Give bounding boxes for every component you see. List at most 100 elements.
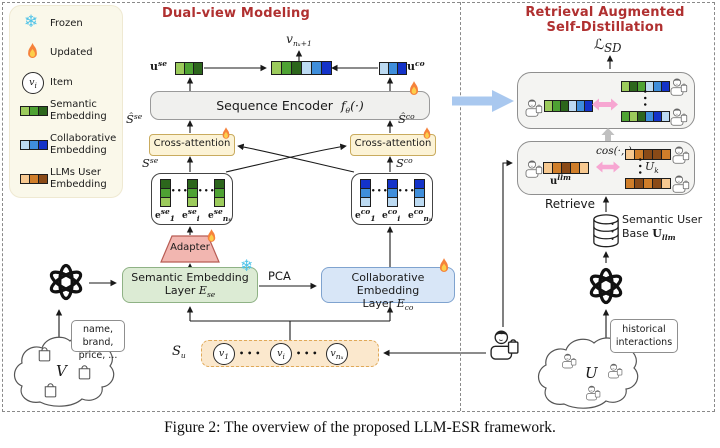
dual-view-to-distill-arrow xyxy=(452,89,514,113)
legend: ❄ Frozen Updated vi Item Semantic Embedd… xyxy=(9,5,123,198)
u-se-label: use xyxy=(150,59,167,73)
s-co-label: Sco xyxy=(396,156,413,170)
legend-collaborative-line1: Collaborative xyxy=(50,133,117,144)
collaborative-embedding-column xyxy=(414,179,425,207)
items-cloud-label: V xyxy=(56,362,67,380)
vertical-ellipsis: ••• xyxy=(640,89,649,109)
en-co-label: econᵤ xyxy=(408,207,433,223)
item-v1: v1 xyxy=(213,343,235,365)
item-vi: vi xyxy=(270,343,292,365)
encoder-fn-label: fθ(·) xyxy=(340,98,364,115)
collaborative-embedding-column xyxy=(360,179,371,207)
adapter-label: Adapter xyxy=(170,242,210,253)
collaborative-embeddings-box: ••• ••• eco1 ecoi econᵤ xyxy=(351,173,433,225)
similar-user-blocks xyxy=(625,178,671,189)
fire-icon xyxy=(206,228,217,243)
next-item-label: vnᵤ+1 xyxy=(286,32,312,48)
semantic-embedding-swatch xyxy=(20,106,48,116)
ei-co-label: ecoi xyxy=(382,207,401,223)
en-se-label: esenᵤ xyxy=(208,207,233,223)
item-attributes-box: name, brand, price, ... xyxy=(71,320,125,361)
fire-icon xyxy=(438,257,450,273)
llm-gpt-icon xyxy=(585,265,627,307)
ellipsis: ••• xyxy=(296,349,321,358)
similar-user-blocks xyxy=(625,149,671,160)
legend-collaborative-line2: Embedding xyxy=(50,145,107,156)
user-icon xyxy=(670,173,690,195)
semantic-layer-line1: Semantic Embedding xyxy=(131,271,249,284)
retrieve-label: Retrieve xyxy=(545,197,596,211)
figure-caption: Figure 2: The overview of the proposed L… xyxy=(164,419,556,436)
current-user-icon xyxy=(486,327,520,363)
item-attrs-line1: name, brand, xyxy=(82,324,114,348)
ellipsis: ••• xyxy=(171,187,189,195)
fire-icon xyxy=(422,126,432,140)
item-sequence-box: v1 ••• vi ••• vnᵤ xyxy=(201,340,379,367)
llm-user-embedding-swatch xyxy=(20,174,48,184)
cross-attention-right-box: Cross-attention xyxy=(350,134,436,156)
legend-llm-line1: LLMs User xyxy=(50,167,101,178)
cross-attention-left-box: Cross-attention xyxy=(149,134,235,156)
legend-frozen-label: Frozen xyxy=(50,18,83,29)
adapter-trapezoid xyxy=(160,235,220,263)
legend-llm-line2: Embedding xyxy=(50,179,107,190)
distillation-title-line1: Retrieval Augmented xyxy=(525,5,685,20)
u-co-blocks xyxy=(379,62,407,75)
sd-loss-label: ℒSD xyxy=(594,37,622,55)
retrieved-user-blocks xyxy=(621,111,670,122)
s-hat-co-label: Ŝco xyxy=(398,112,415,126)
semantic-embedding-column xyxy=(187,179,198,207)
e1-co-label: eco1 xyxy=(355,207,376,223)
user-icon xyxy=(523,97,543,119)
legend-semantic-line2: Embedding xyxy=(50,111,107,122)
vertical-ellipsis: ••• xyxy=(635,157,644,177)
user-icon xyxy=(523,158,543,180)
pca-label: PCA xyxy=(268,269,291,283)
snowflake-icon: ❄ xyxy=(240,256,254,275)
fire-icon xyxy=(26,42,39,59)
shopping-bag-icon xyxy=(42,380,59,398)
snowflake-icon: ❄ xyxy=(24,12,39,32)
retrieved-user-blocks xyxy=(621,81,670,92)
fire-icon xyxy=(408,80,420,96)
u-llm-blocks xyxy=(543,162,589,174)
semantic-user-base-label: Semantic User Base Ullm xyxy=(622,213,703,242)
s-hat-se-label: Ŝse xyxy=(126,112,143,126)
semantic-embeddings-box: ••• ••• ese1 esei esenᵤ xyxy=(151,173,233,225)
distillation-title-line2: Self-Distillation xyxy=(546,20,664,35)
u-co-label: uco xyxy=(407,59,425,73)
ei-se-label: esei xyxy=(182,207,200,223)
database-icon xyxy=(592,213,620,249)
shopping-bag-icon xyxy=(36,344,53,362)
ellipsis: ••• xyxy=(239,349,264,358)
collaborative-layer-line2: Layer Eco xyxy=(362,297,414,312)
legend-updated-label: Updated xyxy=(50,47,93,58)
llm-gpt-icon xyxy=(45,261,87,303)
sequence-encoder-box: Sequence Encoder fθ(·) xyxy=(150,91,430,120)
shopping-bag-icon xyxy=(76,362,93,380)
fire-icon xyxy=(221,126,231,140)
ellipsis: ••• xyxy=(198,187,216,195)
e1-se-label: ese1 xyxy=(155,207,175,223)
u-k-label: Uk xyxy=(645,160,659,175)
collaborative-embedding-swatch xyxy=(20,140,48,150)
user-icon xyxy=(668,76,688,98)
s-se-label: Sse xyxy=(142,156,159,170)
semantic-embedding-column xyxy=(160,179,171,207)
collaborative-layer-line1: Collaborative Embedding xyxy=(351,271,425,297)
user-icon xyxy=(560,352,577,370)
retrieval-to-distill-arrow xyxy=(601,128,615,141)
user-icon xyxy=(670,144,690,166)
similarity-arrow-icon xyxy=(596,161,620,173)
semantic-embedding-layer-box: Semantic Embedding Layer Ese xyxy=(122,267,258,303)
collaborative-embedding-column xyxy=(387,179,398,207)
user-icon xyxy=(668,106,688,128)
u-se-blocks xyxy=(175,62,203,75)
legend-semantic-line1: Semantic xyxy=(50,99,97,110)
sequence-label: Su xyxy=(172,344,186,360)
historical-interactions-box: historical interactions xyxy=(610,319,678,353)
predicted-item-blocks xyxy=(271,61,332,75)
user-representation-blocks xyxy=(544,100,593,112)
item-circle: vi xyxy=(22,72,44,94)
